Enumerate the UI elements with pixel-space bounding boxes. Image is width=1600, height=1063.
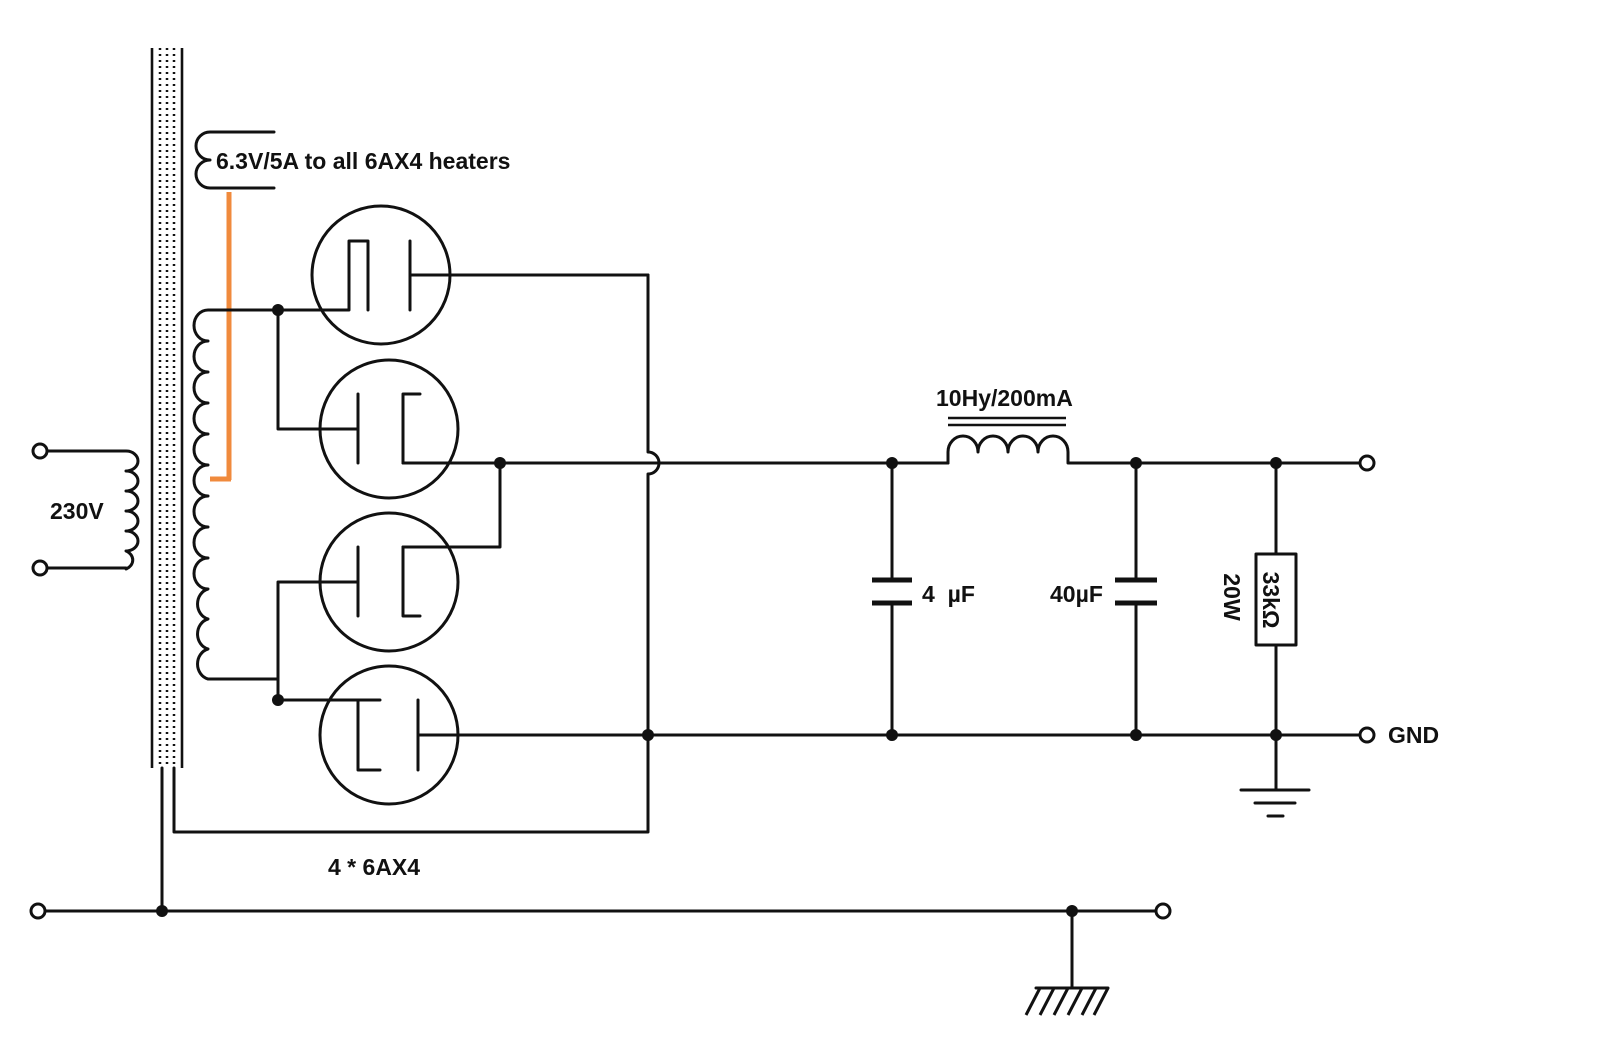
- heater-winding: 6.3V/5A to all 6AX4 heaters: [194, 130, 510, 482]
- tube-2: [276, 308, 662, 500]
- earth-terminal-right: [1154, 902, 1172, 920]
- choke: 10Hy/200mA: [936, 385, 1362, 465]
- primary-winding: 230V: [31, 442, 140, 577]
- capacitor-40uf-label: 40µF: [1050, 581, 1103, 607]
- capacitor-40uf: 40µF: [1050, 461, 1157, 737]
- choke-label: 10Hy/200mA: [936, 385, 1073, 411]
- ground-symbol: [1239, 788, 1311, 818]
- output-terminal-positive: [1358, 454, 1376, 472]
- earth-terminal-left: [29, 902, 47, 920]
- capacitor-4uf-label: 4 µF: [922, 581, 975, 607]
- earth-bus: [29, 766, 1172, 1016]
- output-terminal-gnd: [1358, 726, 1376, 744]
- tube-3: [276, 461, 502, 702]
- mains-terminal-top: [31, 442, 49, 460]
- transformer-core: [150, 48, 184, 768]
- secondary-winding: [192, 308, 280, 681]
- tube-1: [276, 204, 650, 346]
- gnd-label: GND: [1388, 722, 1439, 748]
- capacitor-4uf: 4 µF: [872, 461, 975, 737]
- return-wiring: [172, 273, 950, 834]
- bleeder-resistor: 33kΩ 20W: [1219, 461, 1298, 792]
- tubes-label: 4 * 6AX4: [328, 854, 420, 880]
- tube-4: [276, 664, 1362, 806]
- earth-hatch: [1024, 987, 1110, 1016]
- resistor-value-label: 33kΩ: [1258, 572, 1284, 629]
- resistor-power-label: 20W: [1219, 573, 1245, 621]
- mains-terminal-bottom: [31, 559, 49, 577]
- heater-winding-label: 6.3V/5A to all 6AX4 heaters: [216, 148, 510, 174]
- mains-voltage-label: 230V: [50, 498, 104, 524]
